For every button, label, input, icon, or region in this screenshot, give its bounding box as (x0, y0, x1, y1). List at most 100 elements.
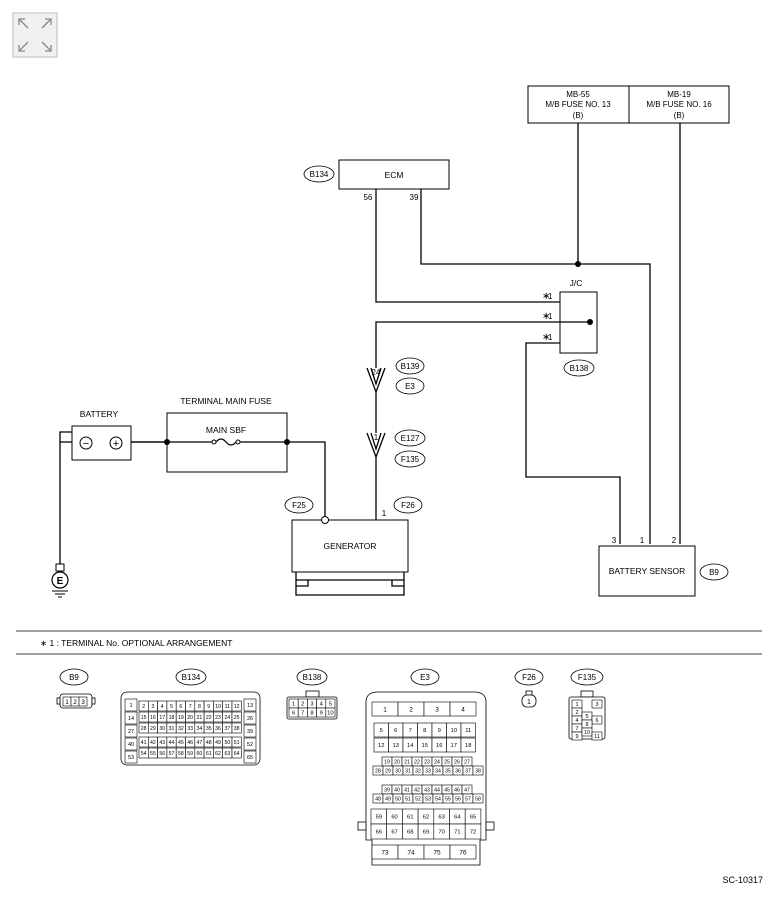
e3-pin-14: 14 (402, 737, 418, 753)
svg-text:1: 1 (527, 699, 531, 706)
svg-text:59: 59 (376, 815, 382, 821)
jc-box (559, 291, 598, 354)
b134-pin-57: 57 (166, 747, 177, 759)
b134-pin-32: 32 (175, 722, 186, 734)
e3-pin-73: 73 (371, 844, 399, 860)
e3-pin-60: 60 (386, 808, 403, 825)
svg-text:53: 53 (425, 796, 431, 802)
sensor-pin-2: 2 (672, 536, 677, 545)
fuse-node-right (284, 439, 290, 445)
svg-text:40: 40 (394, 787, 400, 793)
svg-text:36: 36 (455, 768, 461, 774)
e3-pin-36: 36 (452, 765, 464, 776)
b134-pin-51: 51 (231, 736, 242, 748)
svg-text:15: 15 (141, 715, 147, 721)
b9-pin-1: 1 (62, 696, 72, 707)
svg-text:1: 1 (575, 702, 578, 708)
svg-text:42: 42 (150, 740, 156, 746)
svg-text:17: 17 (159, 715, 165, 721)
b134-pin-16: 16 (148, 711, 158, 723)
e3-pin-71: 71 (449, 823, 466, 840)
e3-pin-68: 68 (402, 823, 419, 840)
b134-pin-7: 7 (185, 700, 196, 712)
b134-pin-31: 31 (166, 722, 177, 734)
ground-label: E (57, 576, 64, 587)
e3-pin-24: 24 (431, 756, 443, 767)
f135-pin-7: 7 (571, 723, 583, 733)
svg-text:70: 70 (438, 830, 444, 836)
svg-text:28: 28 (141, 726, 147, 732)
e3-pin-46: 46 (451, 784, 463, 795)
b134-pin-34: 34 (194, 722, 205, 734)
f135-pin-9: 9 (571, 731, 583, 741)
e3-pin-20: 20 (391, 756, 403, 767)
terminal-main-fuse-title: TERMINAL MAIN FUSE (180, 396, 272, 406)
svg-text:55: 55 (445, 796, 451, 802)
b138-pin-10: 10 (325, 707, 336, 718)
svg-text:21: 21 (404, 759, 410, 765)
svg-text:B134: B134 (182, 673, 201, 682)
b134-pin-40: 40 (124, 737, 138, 751)
e3-tag (395, 377, 425, 395)
svg-text:62: 62 (423, 815, 429, 821)
svg-text:31: 31 (169, 726, 175, 732)
e3-pin-25: 25 (441, 756, 453, 767)
svg-text:1: 1 (65, 699, 69, 706)
svg-text:22: 22 (414, 759, 420, 765)
jc-connector-tag (563, 359, 595, 377)
ecm-label: ECM (385, 170, 404, 180)
f135-pin-1: 1 (571, 699, 583, 709)
svg-text:53: 53 (128, 755, 134, 761)
b134-pin-15: 15 (138, 711, 149, 723)
svg-text:45: 45 (444, 787, 450, 793)
svg-text:48: 48 (206, 740, 212, 746)
e3-pin-35: 35 (442, 765, 454, 776)
e3-pin-55: 55 (442, 793, 454, 804)
generator-label: GENERATOR (323, 541, 376, 551)
e3-pin-19: 19 (381, 756, 393, 767)
svg-text:F26: F26 (522, 673, 536, 682)
inline-a-pin: 24 (372, 368, 381, 377)
svg-text:36: 36 (215, 726, 221, 732)
e3-pin-42: 42 (411, 784, 423, 795)
svg-text:43: 43 (159, 740, 165, 746)
b134-pin-56: 56 (157, 747, 168, 759)
ecm-pin-56: 56 (364, 193, 373, 202)
svg-text:10: 10 (327, 711, 333, 717)
inline-b-pin: 1 (374, 433, 379, 442)
b134-pin-14: 14 (124, 711, 138, 725)
svg-text:18: 18 (465, 743, 471, 749)
b139-label: B139 (401, 362, 420, 371)
b134-pin-27: 27 (124, 724, 138, 738)
f135-pin-4: 4 (571, 715, 583, 725)
e3-pin-49: 49 (382, 793, 394, 804)
svg-text:5: 5 (170, 704, 173, 710)
e3-pin-38: 38 (472, 765, 484, 776)
svg-text:B9: B9 (69, 673, 79, 682)
b134-pin-59: 59 (185, 747, 196, 759)
svg-text:11: 11 (594, 734, 600, 740)
f26-label: F26 (401, 501, 415, 510)
expand-arrows-icon[interactable] (12, 12, 58, 58)
b134-pin-20: 20 (185, 711, 196, 723)
e3-pin-8: 8 (417, 722, 433, 738)
b134-pin-23: 23 (213, 711, 223, 723)
svg-text:56: 56 (159, 751, 165, 757)
e3-pin-26: 26 (451, 756, 463, 767)
svg-text:26: 26 (454, 759, 460, 765)
b134-pin-35: 35 (203, 722, 214, 734)
fuse-mb19-color: (B) (674, 111, 685, 120)
svg-text:9: 9 (575, 734, 578, 740)
fuse-mb19-name: MB-19 (667, 90, 691, 99)
e3-pin-51: 51 (402, 793, 414, 804)
generator-terminal-b (321, 516, 329, 524)
e3-pin-62: 62 (417, 808, 435, 825)
svg-text:72: 72 (470, 830, 476, 836)
fuse-node-left (164, 439, 170, 445)
svg-text:33: 33 (425, 768, 431, 774)
svg-text:17: 17 (451, 743, 457, 749)
svg-text:20: 20 (394, 759, 400, 765)
generator-box (291, 519, 409, 573)
